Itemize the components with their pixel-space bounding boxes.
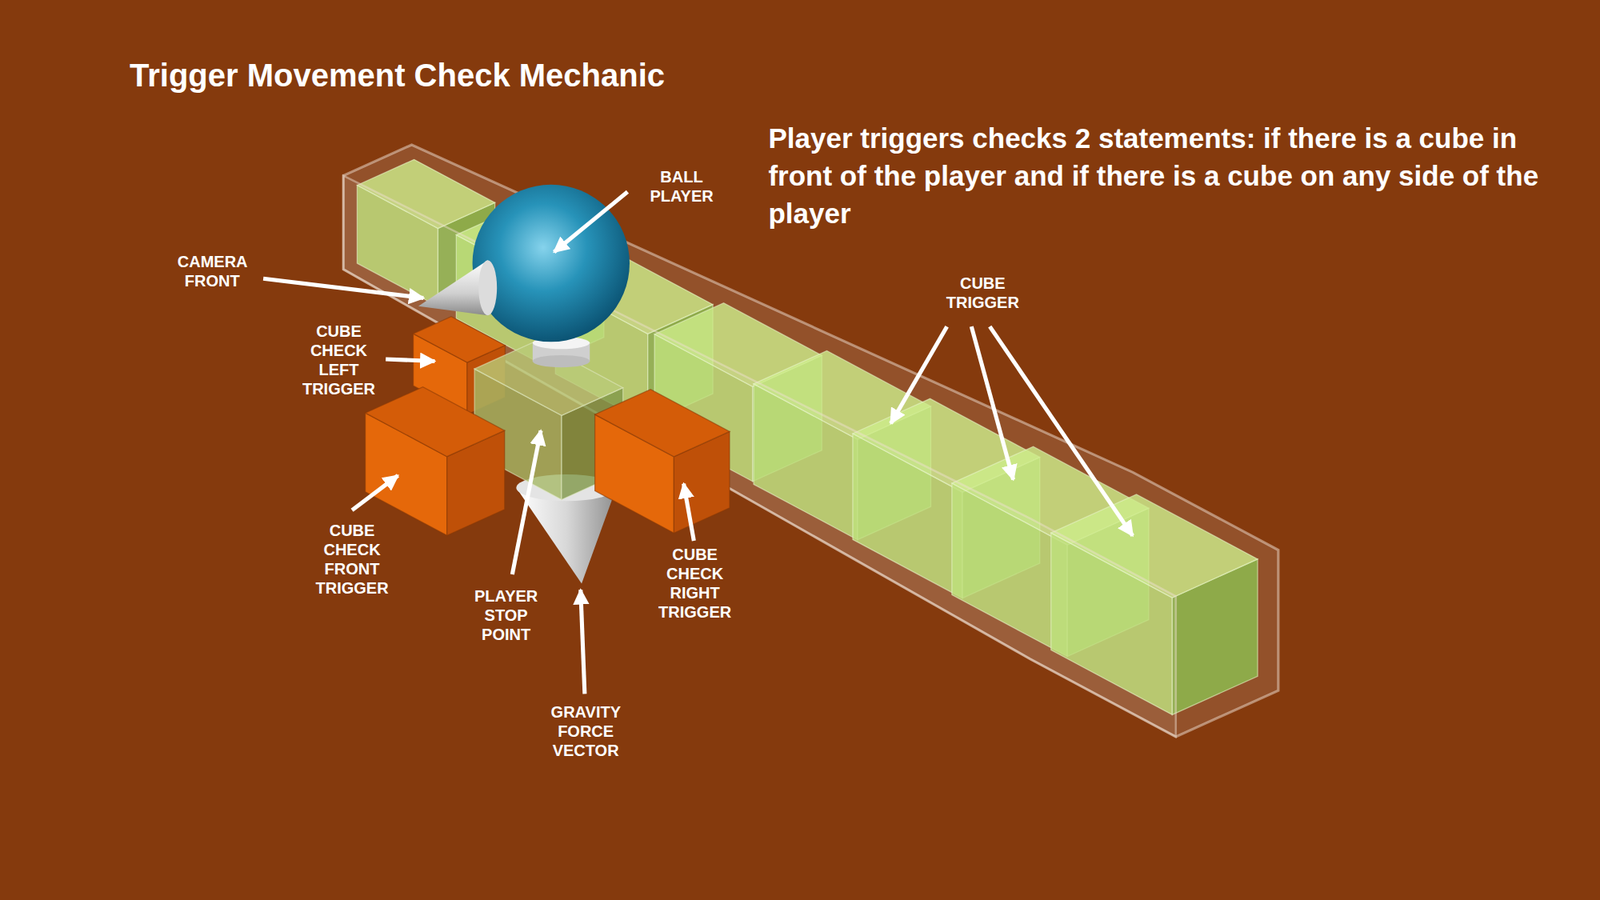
- callout-label: CAMERA FRONT: [177, 252, 248, 291]
- ball-stand: [532, 336, 590, 368]
- leader-arrow: [385, 359, 435, 362]
- leader-arrow: [580, 589, 585, 694]
- title: Trigger Movement Check Mechanic: [129, 55, 665, 96]
- label-box: CUBE CHECK FRONT TRIGGER: [315, 520, 388, 598]
- cone-body: [418, 260, 488, 316]
- leader-arrow: [684, 484, 695, 541]
- leader-lines: [263, 192, 1133, 695]
- scene: [263, 144, 1279, 737]
- callout-label: CUBE CHECK FRONT TRIGGER: [315, 520, 388, 598]
- label-box: GRAVITY FORCE VECTOR: [551, 702, 621, 760]
- leader-arrow: [891, 326, 948, 424]
- right-check-cube: [595, 389, 730, 534]
- front-check-cube: [365, 387, 505, 536]
- label-box: BALL PLAYER: [649, 167, 713, 206]
- callout-label: CUBE TRIGGER: [946, 273, 1020, 312]
- leader-arrow: [554, 192, 628, 252]
- glass-container: [343, 144, 1279, 737]
- camera-cone: [418, 260, 497, 316]
- label-box: Player triggers checks 2 statements: if …: [768, 119, 1568, 232]
- label-box: CUBE CHECK RIGHT TRIGGER: [658, 544, 732, 622]
- leader-arrow: [352, 475, 398, 510]
- cone-body: [516, 488, 616, 584]
- ball: [472, 184, 630, 342]
- callout-label: PLAYER STOP POINT: [474, 586, 538, 644]
- leader-arrow: [989, 326, 1133, 536]
- callout-label: CUBE CHECK LEFT TRIGGER: [302, 321, 376, 399]
- callout-label: GRAVITY FORCE VECTOR: [551, 702, 621, 760]
- callout-label: CUBE CHECK RIGHT TRIGGER: [658, 544, 732, 622]
- cube-face: [595, 389, 730, 457]
- label-box: CAMERA FRONT: [177, 252, 248, 291]
- cube-face: [413, 316, 506, 363]
- stand-bottom: [532, 355, 590, 368]
- title-box: Trigger Movement Check Mechanic: [129, 55, 665, 96]
- note-text: Player triggers checks 2 statements: if …: [768, 119, 1568, 232]
- cube-face: [474, 341, 624, 416]
- label-box: CUBE TRIGGER: [946, 273, 1020, 312]
- label-box: CUBE CHECK LEFT TRIGGER: [302, 321, 376, 399]
- cone-base: [478, 260, 497, 316]
- callout-label: BALL PLAYER: [649, 167, 713, 206]
- leader-arrow: [263, 278, 424, 298]
- leader-arrow: [512, 430, 541, 575]
- glass-front: [343, 176, 1176, 737]
- cube-face: [365, 387, 505, 457]
- label-box: PLAYER STOP POINT: [474, 586, 538, 644]
